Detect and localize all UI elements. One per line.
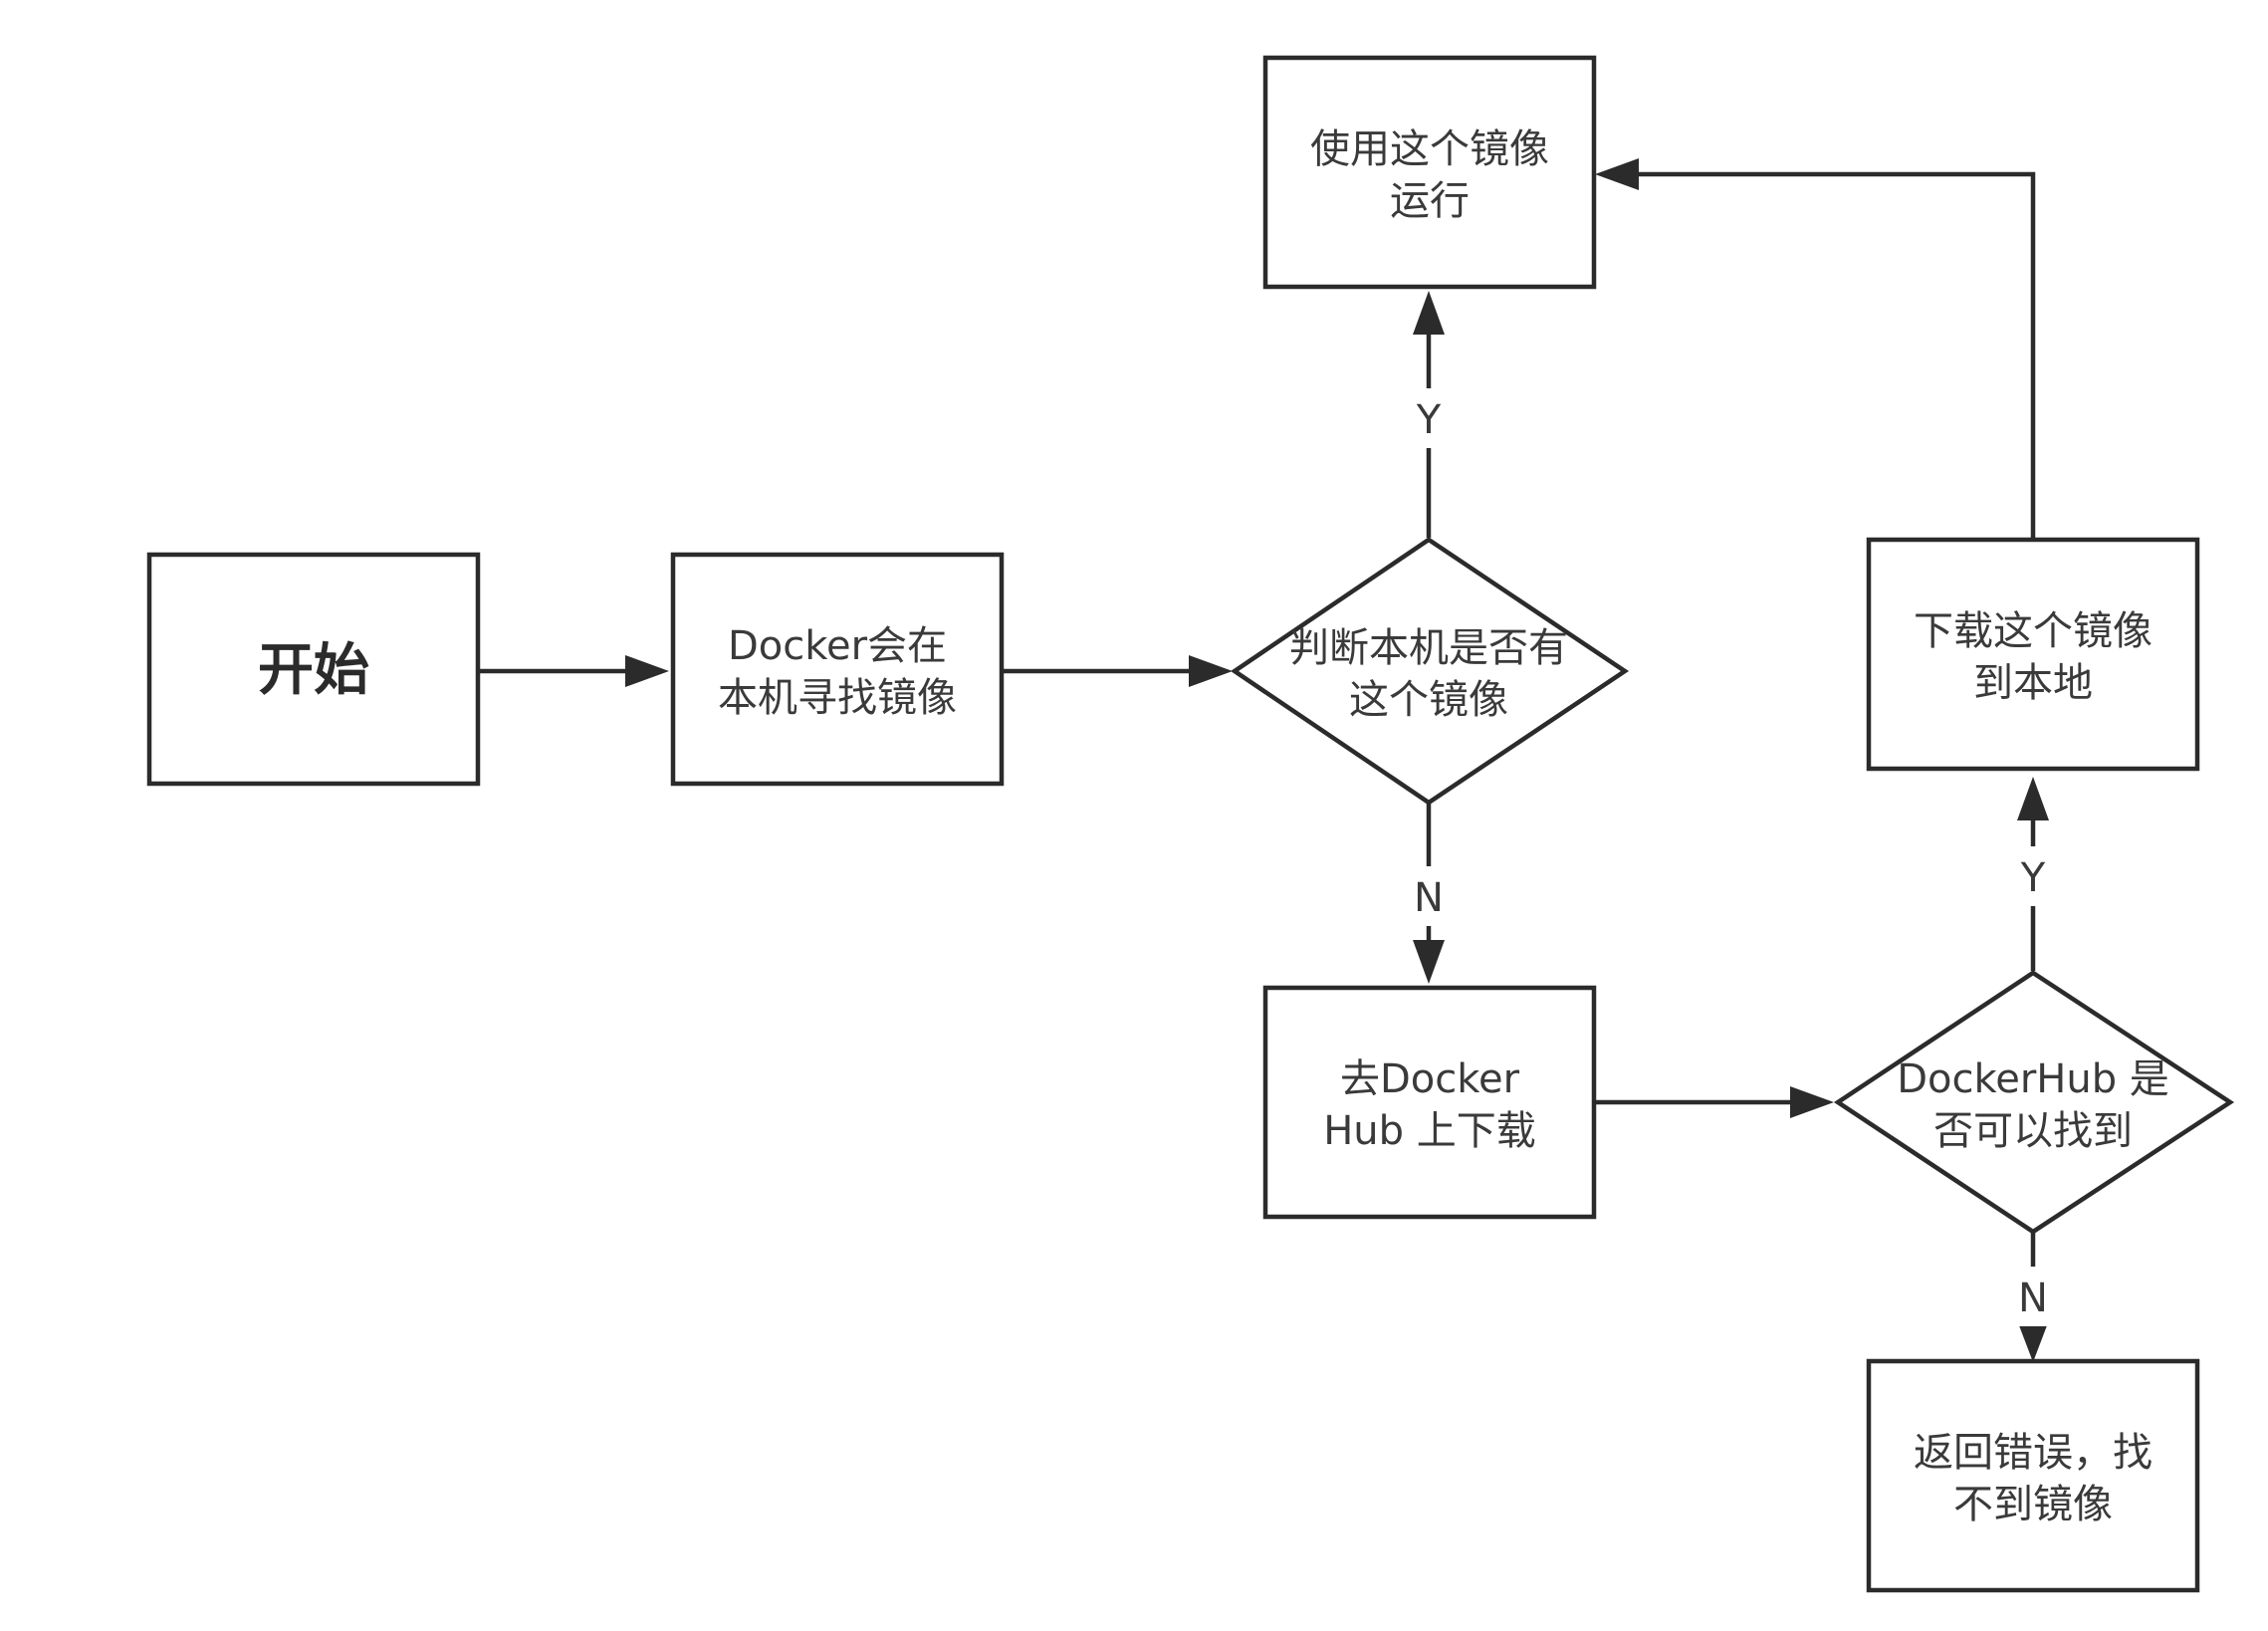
- node-decision-hub-line-1: DockerHub 是: [1897, 1056, 2169, 1102]
- edge-label-hub-no: N: [2018, 1276, 2048, 1321]
- edge-hub-no-to-error: [2008, 1233, 2058, 1362]
- node-decision-hub-line-2: 否可以找到: [1933, 1108, 2133, 1154]
- node-error-line-2: 不到镜像: [1953, 1482, 2113, 1527]
- node-decision-local: 判断本机是否有 这个镜像: [1230, 537, 1630, 806]
- edge-download-local-to-run: [1595, 158, 2036, 538]
- edge-start-to-search: [478, 655, 669, 687]
- node-decision-local-line-1: 判断本机是否有: [1289, 625, 1568, 671]
- node-decision-local-line-2: 这个镜像: [1349, 677, 1508, 723]
- edge-search-to-decision: [1002, 655, 1233, 687]
- node-run-image-line-2: 运行: [1390, 178, 1470, 224]
- node-download-hub-line-2: Hub 上下载: [1323, 1108, 1536, 1154]
- edge-hub-yes-to-download-local: [2008, 777, 2058, 971]
- edge-hub-download-to-decision: [1594, 1086, 1834, 1118]
- node-error: 返回错误，找 不到镜像: [1866, 1358, 2200, 1593]
- edge-local-no-to-hub: [1404, 803, 1454, 984]
- node-start-label: 开始: [258, 638, 369, 703]
- node-run-image-line-1: 使用这个镜像: [1310, 126, 1549, 172]
- node-download-local: 下载这个镜像 到本地: [1866, 537, 2200, 772]
- edge-label-hub-yes: Y: [2020, 855, 2046, 901]
- node-error-line-1: 返回错误，找: [1914, 1430, 2153, 1476]
- node-run-image: 使用这个镜像 运行: [1262, 55, 1597, 290]
- node-start: 开始: [146, 552, 481, 787]
- node-search-local-line-2: 本机寻找镜像: [718, 675, 957, 721]
- node-search-local: Docker会在 本机寻找镜像: [670, 552, 1005, 787]
- node-download-hub: 去Docker Hub 上下载: [1262, 985, 1597, 1220]
- node-download-hub-line-1: 去Docker: [1340, 1056, 1520, 1102]
- edge-local-yes-to-run: [1404, 291, 1454, 538]
- node-download-local-line-2: 到本地: [1973, 660, 2093, 706]
- node-decision-hub: DockerHub 是 否可以找到: [1833, 970, 2235, 1235]
- edge-label-local-yes: Y: [1416, 397, 1442, 443]
- edge-label-local-no: N: [1414, 875, 1444, 921]
- node-search-local-line-1: Docker会在: [728, 623, 947, 669]
- node-download-local-line-1: 下载这个镜像: [1914, 608, 2153, 654]
